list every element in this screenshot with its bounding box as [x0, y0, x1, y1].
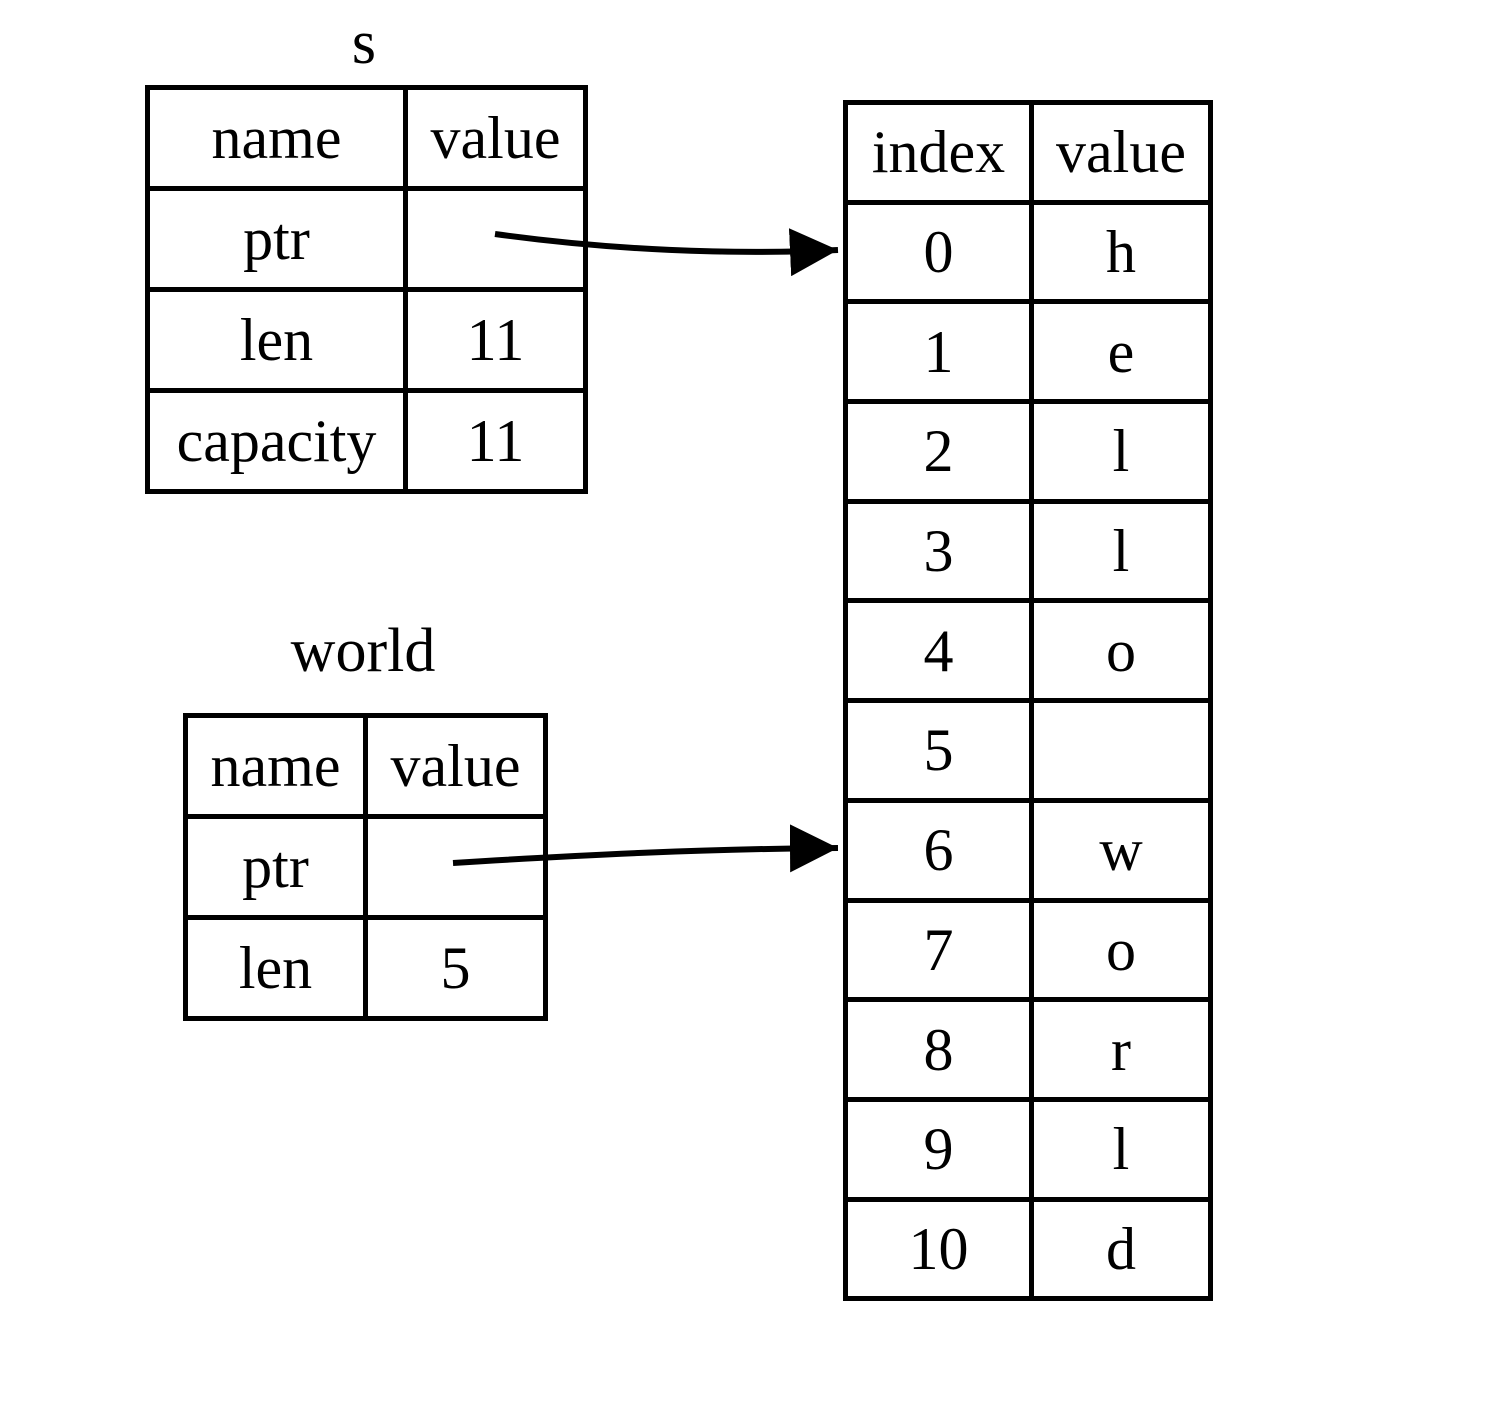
heap-index-4: 4	[843, 598, 1034, 704]
heap-header-value: value	[1029, 100, 1213, 205]
heap-row-8: 8 r	[843, 997, 1213, 1102]
world-header-name: name	[183, 713, 368, 819]
heap-row-4: 4 o	[843, 598, 1213, 704]
heap-value-7: o	[1029, 897, 1213, 1003]
heap-index-5: 5	[843, 698, 1034, 803]
heap-value-5	[1029, 698, 1213, 803]
world-len-label: len	[183, 915, 368, 1021]
s-table-title: s	[351, 9, 377, 77]
world-header-value: value	[363, 713, 548, 819]
s-row-ptr: ptr	[145, 186, 588, 292]
heap-index-0: 0	[843, 199, 1034, 305]
s-row-len: len 11	[145, 287, 588, 393]
s-capacity-label: capacity	[145, 388, 408, 494]
s-header-row: name value	[145, 85, 588, 191]
s-header-value: value	[403, 85, 588, 191]
heap-header-row: index value	[843, 100, 1213, 205]
world-len-value: 5	[363, 915, 548, 1021]
s-len-label: len	[145, 287, 408, 393]
heap-index-1: 1	[843, 299, 1034, 405]
heap-index-9: 9	[843, 1096, 1034, 1202]
world-table-title: world	[290, 617, 436, 685]
heap-value-2: l	[1029, 399, 1213, 504]
heap-index-7: 7	[843, 897, 1034, 1003]
heap-value-1: e	[1029, 299, 1213, 405]
s-table: name value ptr len 11 capacity 11	[145, 85, 588, 494]
heap-value-6: w	[1029, 797, 1213, 903]
world-table: name value ptr len 5	[183, 713, 548, 1021]
heap-row-1: 1 e	[843, 299, 1213, 405]
world-row-ptr: ptr	[183, 814, 548, 920]
heap-row-9: 9 l	[843, 1096, 1213, 1202]
s-ptr-label: ptr	[145, 186, 408, 292]
heap-buffer-table: index value 0 h 1 e 2 l 3 l 4 o 5 6 w	[843, 100, 1213, 1302]
heap-value-0: h	[1029, 199, 1213, 305]
heap-value-4: o	[1029, 598, 1213, 704]
s-capacity-value: 11	[403, 388, 588, 494]
heap-row-10: 10 d	[843, 1196, 1213, 1302]
heap-row-2: 2 l	[843, 399, 1213, 504]
heap-header-index: index	[843, 100, 1034, 205]
heap-index-2: 2	[843, 399, 1034, 504]
world-ptr-label: ptr	[183, 814, 368, 920]
heap-row-5: 5	[843, 698, 1213, 803]
s-row-capacity: capacity 11	[145, 388, 588, 494]
heap-row-7: 7 o	[843, 897, 1213, 1003]
heap-value-8: r	[1029, 997, 1213, 1102]
heap-row-3: 3 l	[843, 498, 1213, 604]
s-ptr-value	[403, 186, 588, 292]
heap-row-6: 6 w	[843, 797, 1213, 903]
heap-row-0: 0 h	[843, 199, 1213, 305]
heap-value-3: l	[1029, 498, 1213, 604]
world-header-row: name value	[183, 713, 548, 819]
world-row-len: len 5	[183, 915, 548, 1021]
s-header-name: name	[145, 85, 408, 191]
heap-index-3: 3	[843, 498, 1034, 604]
heap-value-9: l	[1029, 1096, 1213, 1202]
heap-index-10: 10	[843, 1196, 1034, 1302]
heap-index-6: 6	[843, 797, 1034, 903]
heap-index-8: 8	[843, 997, 1034, 1102]
world-ptr-value	[363, 814, 548, 920]
s-len-value: 11	[403, 287, 588, 393]
heap-value-10: d	[1029, 1196, 1213, 1302]
